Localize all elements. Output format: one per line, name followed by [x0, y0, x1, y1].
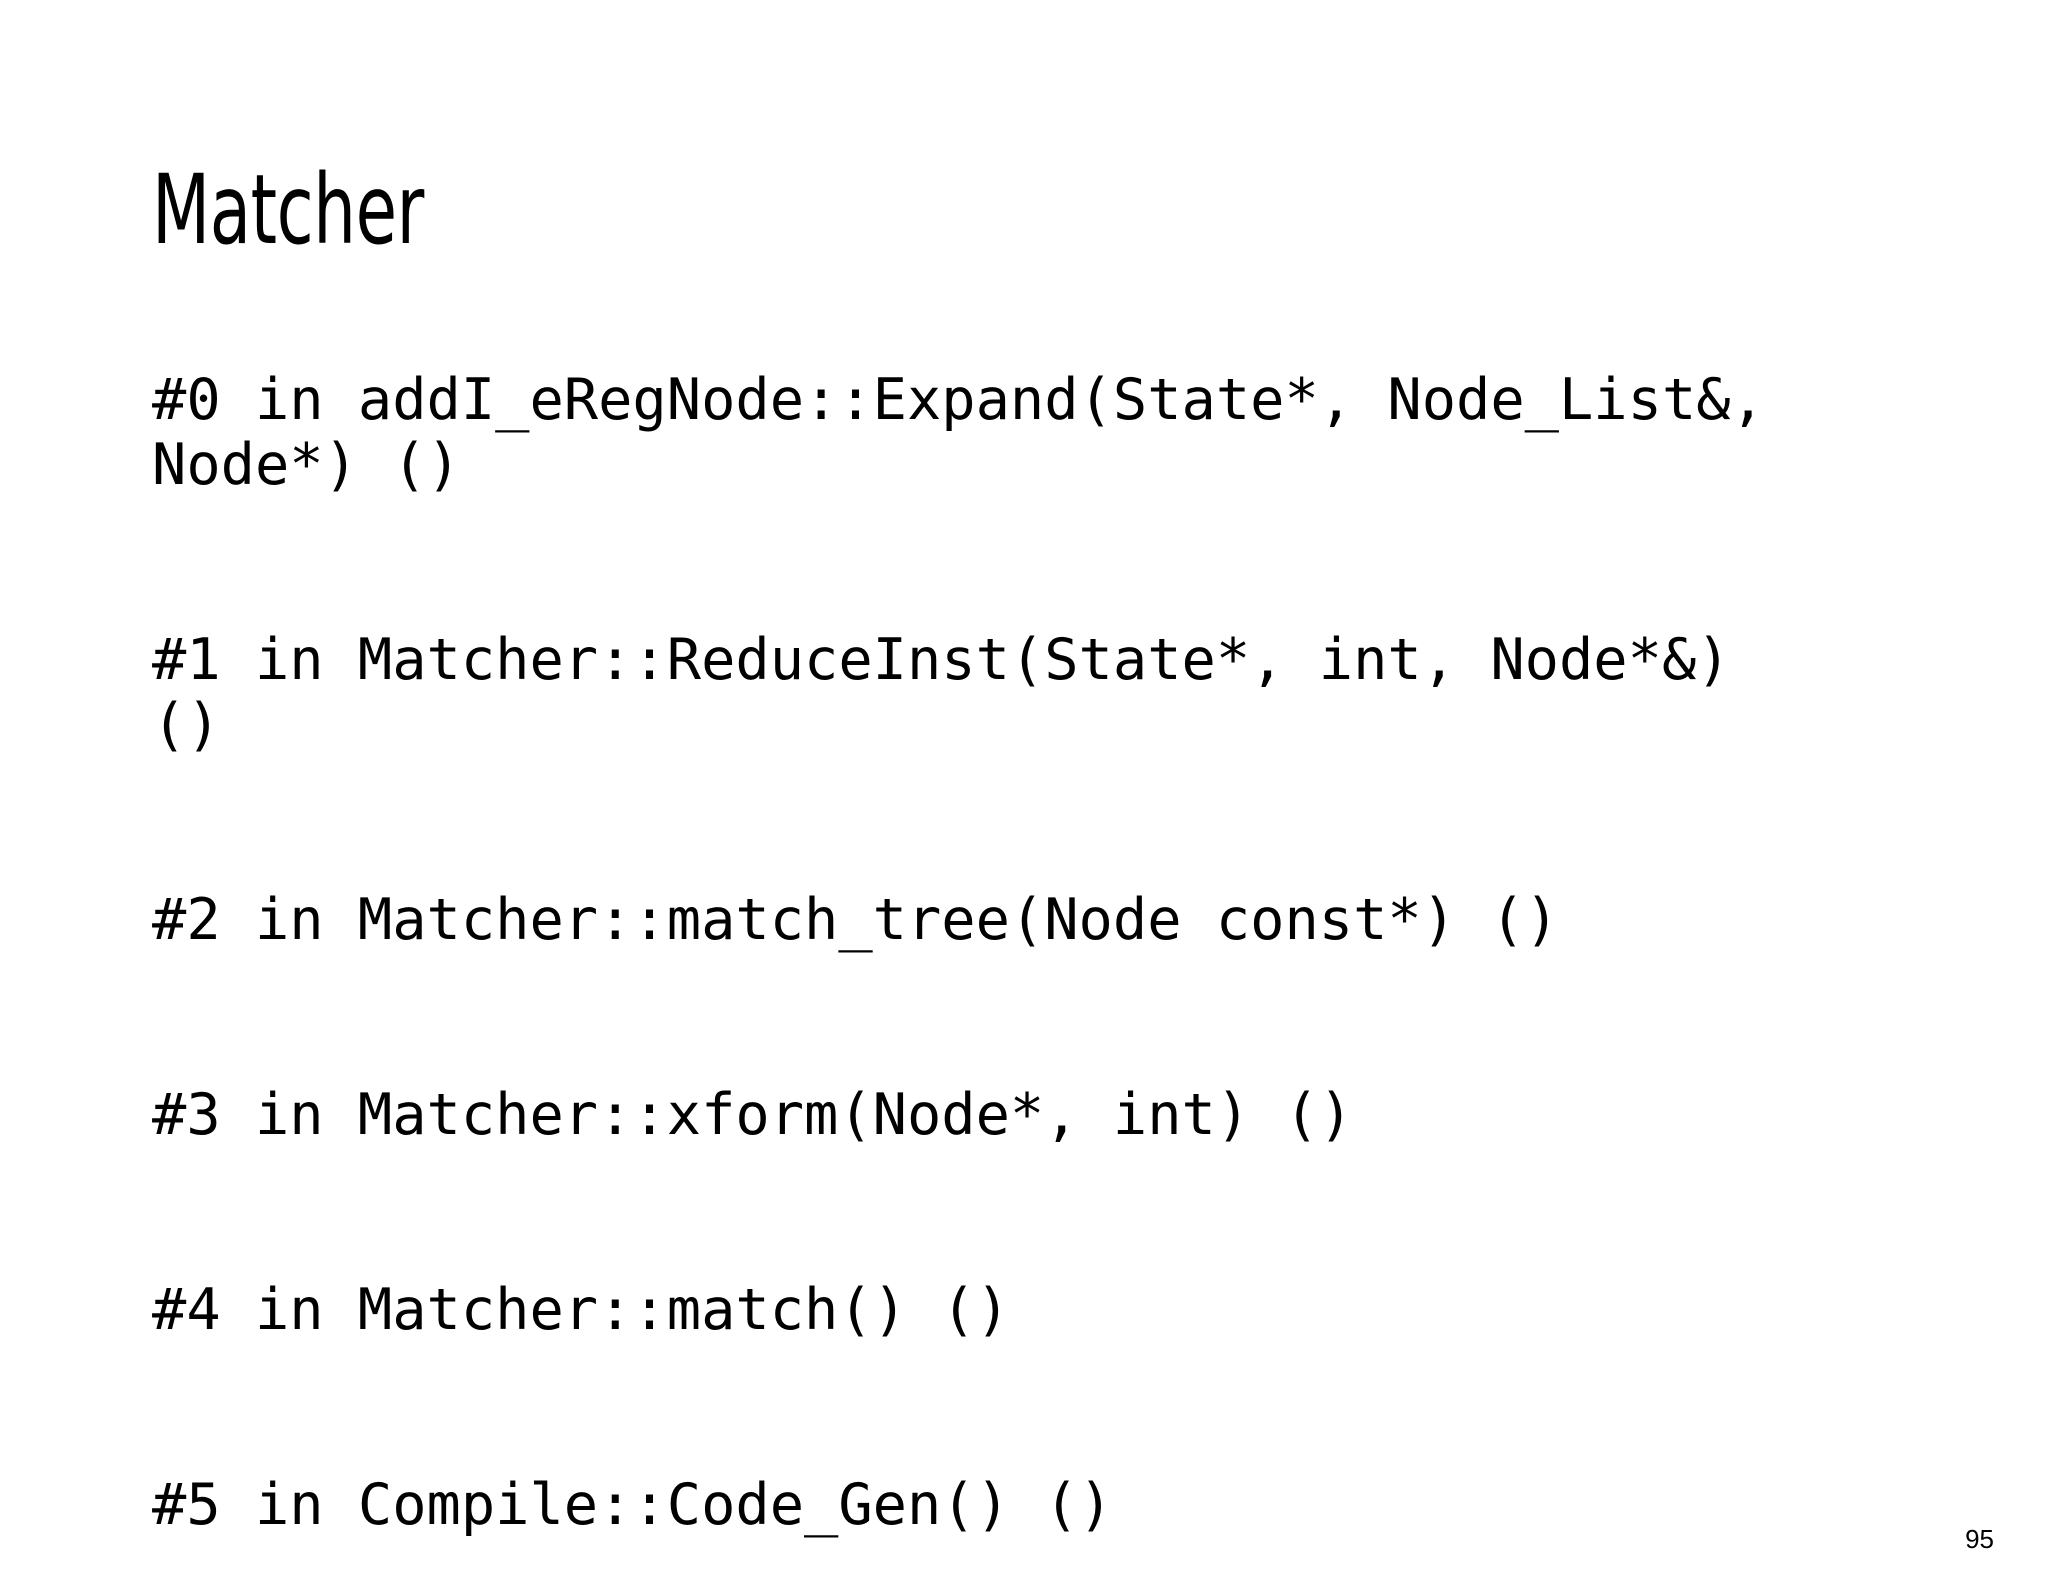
- page-title: Matcher: [152, 154, 424, 267]
- stack-trace-line: #4 in Matcher::match() (): [152, 1277, 1010, 1343]
- stack-trace-line: #3 in Matcher::xform(Node*, int) (): [152, 1082, 1354, 1148]
- page-number: 95: [1965, 1524, 1994, 1554]
- stack-trace-line: #1 in Matcher::ReduceInst(State*, int, N…: [152, 627, 1765, 758]
- stack-trace-line: #5 in Compile::Code_Gen() (): [152, 1472, 1113, 1538]
- stack-trace-block: #0 in addI_eRegNode::Expand(State*, Node…: [152, 238, 1772, 1576]
- stack-trace-line: #0 in addI_eRegNode::Expand(State*, Node…: [152, 367, 1800, 498]
- stack-trace-line: #2 in Matcher::match_tree(Node const*) (…: [152, 887, 1559, 953]
